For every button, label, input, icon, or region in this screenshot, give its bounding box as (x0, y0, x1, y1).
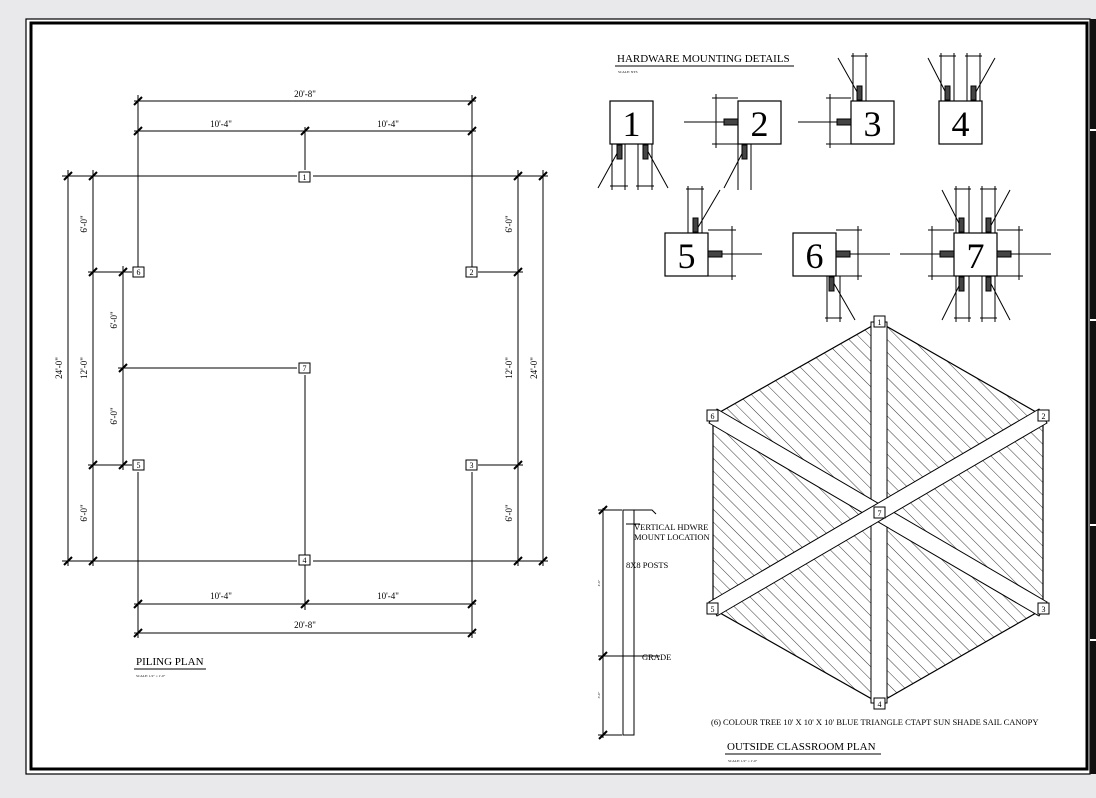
piling-post-label-3: 3 (470, 461, 474, 470)
piling-post-7 (298, 362, 311, 374)
hardware-detail-number-5: 5 (678, 236, 696, 276)
post-elevation (598, 505, 660, 740)
piling-plan (62, 95, 548, 638)
piling-post-label-1: 1 (303, 173, 307, 182)
hardware-detail-1 (597, 100, 669, 190)
classroom-post-squares (706, 315, 1050, 710)
dim-bottom-left: 10'-4" (210, 591, 232, 601)
dim-top-overall: 20'-8" (294, 89, 316, 99)
posts-size-label: 8X8 POSTS (626, 560, 669, 570)
classroom-post-label-7: 7 (878, 509, 882, 518)
hardware-detail-number-2: 2 (751, 104, 769, 144)
piling-post-3 (465, 459, 478, 471)
classroom-post-6 (706, 409, 719, 422)
classroom-post-label-4: 4 (878, 700, 882, 709)
vertical-mount-label-line2: MOUNT LOCATION (634, 532, 710, 542)
classroom-post-2 (1037, 409, 1050, 422)
post-dim-lower: 3'-0" (597, 691, 601, 698)
dim-top-left: 10'-4" (210, 119, 232, 129)
hardware-detail-number-7: 7 (967, 236, 985, 276)
vertical-mount-label-line1: VERTICAL HDWRE (634, 522, 708, 532)
piling-post-2 (465, 266, 478, 278)
classroom-post-label-5: 5 (711, 605, 715, 614)
classroom-post-label-1: 1 (878, 318, 882, 327)
dim-right-bottom-seg: 6'-0" (504, 504, 514, 522)
piling-plan-scale: SCALE: 1/2" = 1'-0" (136, 674, 166, 678)
dim-left-bottom-seg: 6'-0" (79, 504, 89, 522)
hardware-details (597, 53, 1051, 322)
piling-post-5 (132, 459, 145, 471)
beam-post-1 (870, 321, 888, 514)
post-column (622, 509, 635, 736)
title-block-edge (1090, 19, 1096, 774)
piling-dimension-labels: 20'-8" 10'-4" 10'-4" 10'-4" 10'-4" 20'-8… (54, 89, 539, 630)
post-dim-upper: 4'-6" (597, 579, 601, 586)
classroom-post-1 (873, 315, 886, 328)
piling-post-label-6: 6 (137, 268, 141, 277)
title-block-dividers (1090, 129, 1096, 641)
piling-post-label-5: 5 (137, 461, 141, 470)
hardware-detail-4 (927, 53, 996, 145)
classroom-post-labels: 1 2 3 4 5 6 7 (711, 318, 1046, 709)
piling-post-labels: 1 2 3 4 5 6 7 (137, 173, 474, 565)
dim-right-mid: 12'-0" (504, 357, 514, 379)
dim-left-overall: 24'-0" (54, 357, 64, 379)
vertical-mount-label: VERTICAL HDWRE MOUNT LOCATION (634, 522, 711, 542)
piling-post-4 (298, 554, 311, 566)
dim-right-top-seg: 6'-0" (504, 215, 514, 233)
piling-post-6 (132, 266, 145, 278)
piling-post-label-4: 4 (303, 556, 307, 565)
drawing-border (29, 21, 1089, 771)
piling-plan-title: PILING PLAN (136, 656, 204, 668)
dim-top-right: 10'-4" (377, 119, 399, 129)
post-elevation-labels: VERTICAL HDWRE MOUNT LOCATION 8X8 POSTS … (597, 522, 711, 698)
canopy-note: (6) COLOUR TREE 10' X 10' X 10' BLUE TRI… (711, 717, 1039, 727)
beam-post-4 (870, 512, 888, 704)
hardware-detail-7 (900, 186, 1051, 322)
hardware-detail-2 (684, 94, 782, 190)
classroom-post-5 (706, 602, 719, 615)
dim-bottom-right: 10'-4" (377, 591, 399, 601)
classroom-plan-title: OUTSIDE CLASSROOM PLAN (727, 741, 876, 753)
classroom-post-label-6: 6 (711, 412, 715, 421)
classroom-post-7 (873, 506, 886, 519)
classroom-post-label-2: 2 (1042, 412, 1046, 421)
classroom-plan-scale: SCALE: 1/2" = 1'-0" (728, 759, 758, 763)
hardware-detail-numbers: 1 2 3 4 5 6 7 (623, 104, 985, 276)
hardware-detail-6 (792, 226, 890, 322)
hardware-scale: SCALE: NTS (618, 70, 638, 74)
hardware-detail-number-6: 6 (806, 236, 824, 276)
dim-left-top-seg: 6'-0" (79, 215, 89, 233)
dim-bottom-overall: 20'-8" (294, 620, 316, 630)
hardware-detail-3 (798, 53, 895, 148)
piling-post-1 (298, 171, 311, 183)
classroom-post-4 (873, 697, 886, 710)
grade-label: GRADE (642, 652, 671, 662)
hardware-title: HARDWARE MOUNTING DETAILS (617, 53, 790, 65)
piling-post-label-2: 2 (470, 268, 474, 277)
dim-inner-upper: 6'-0" (109, 311, 119, 329)
hardware-detail-number-4: 4 (952, 104, 970, 144)
classroom-post-label-3: 3 (1042, 605, 1046, 614)
hardware-detail-5 (664, 186, 762, 280)
dim-inner-lower: 6'-0" (109, 407, 119, 425)
classroom-post-3 (1037, 602, 1050, 615)
hardware-detail-number-1: 1 (623, 104, 641, 144)
classroom-plan (706, 315, 1050, 710)
piling-post-label-7: 7 (303, 364, 307, 373)
dim-left-mid: 12'-0" (79, 357, 89, 379)
hardware-detail-number-3: 3 (864, 104, 882, 144)
dim-right-overall: 24'-0" (529, 357, 539, 379)
